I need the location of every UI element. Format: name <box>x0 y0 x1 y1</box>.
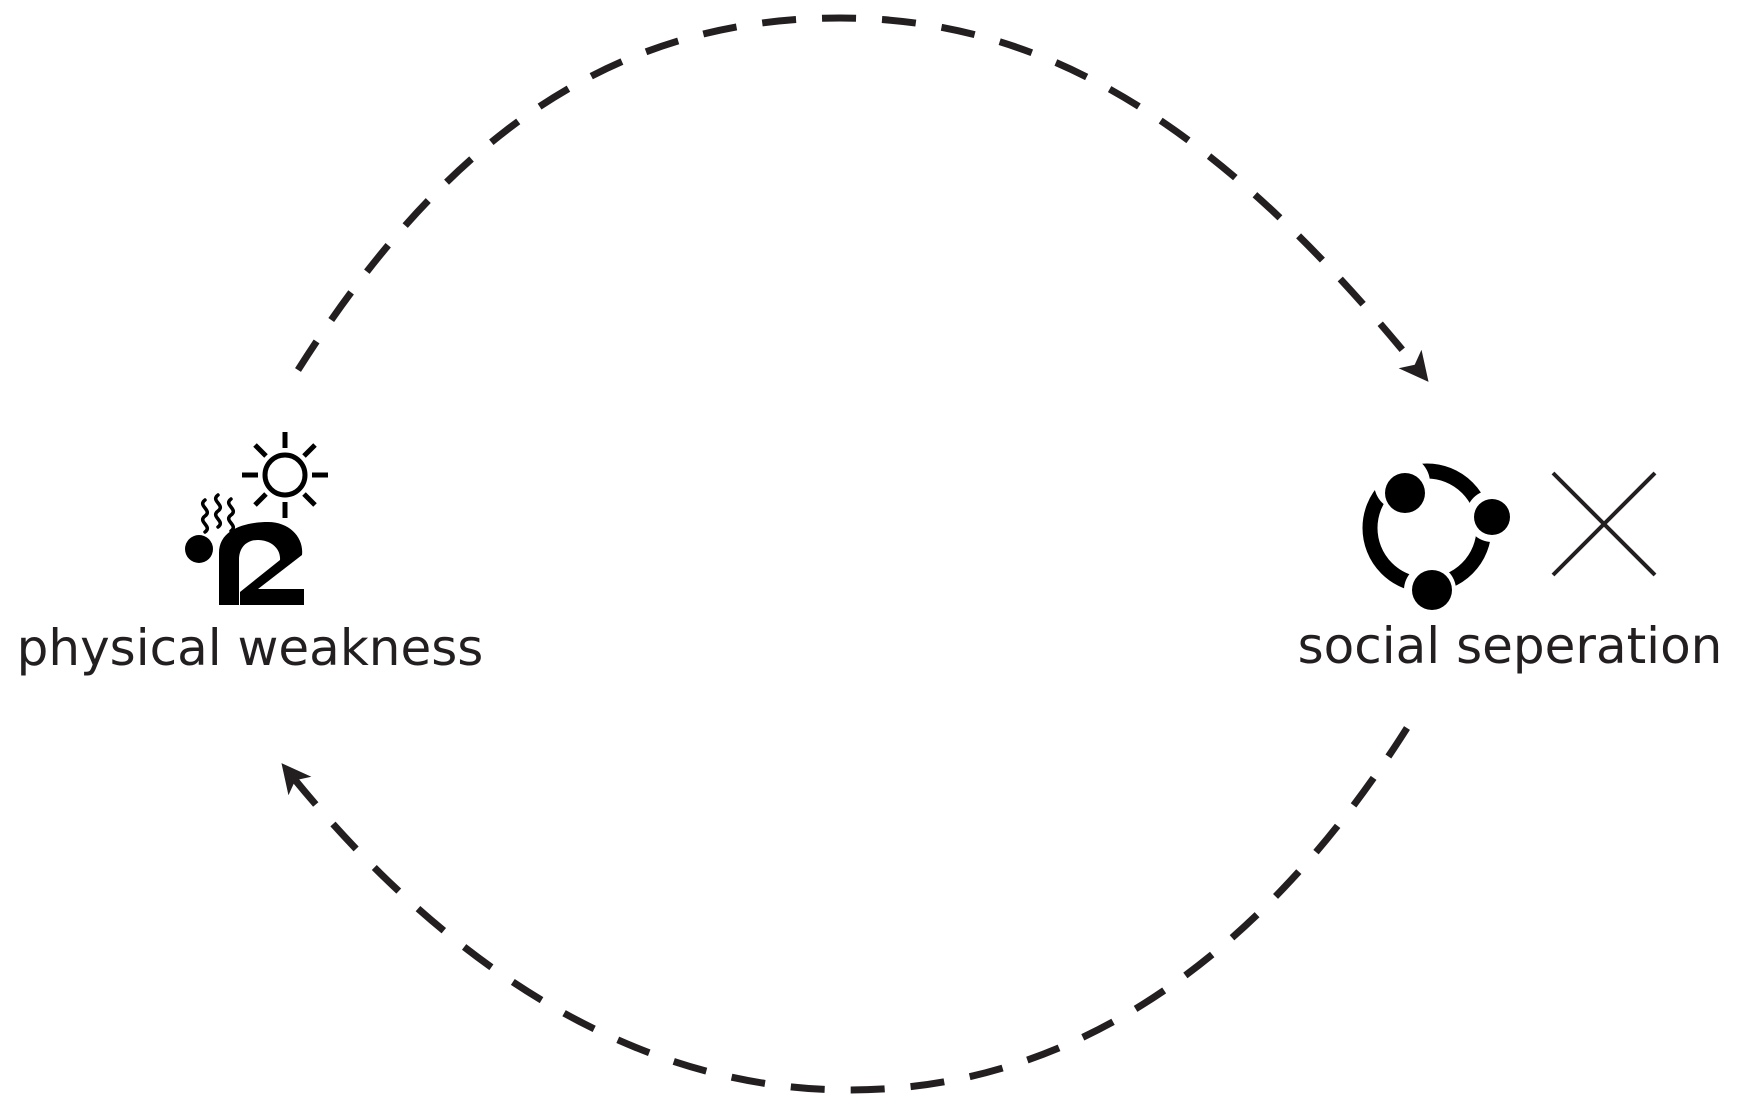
node-label-physical-weakness: physical weakness <box>17 619 484 677</box>
heat-waves-icon <box>201 493 235 534</box>
node-social-seperation: social seperation <box>1298 455 1723 675</box>
sick-person-heat-icon <box>185 432 328 605</box>
sun-icon <box>242 432 328 518</box>
node-physical-weakness: physical weakness <box>17 432 484 677</box>
close-icon <box>1551 471 1657 577</box>
broken-group-circle-icon <box>1362 455 1518 616</box>
edge-physical-to-social <box>295 14 1429 382</box>
edge-social-to-physical <box>281 726 1410 1094</box>
person-icon <box>185 522 304 605</box>
node-label-social-seperation: social seperation <box>1298 617 1723 675</box>
